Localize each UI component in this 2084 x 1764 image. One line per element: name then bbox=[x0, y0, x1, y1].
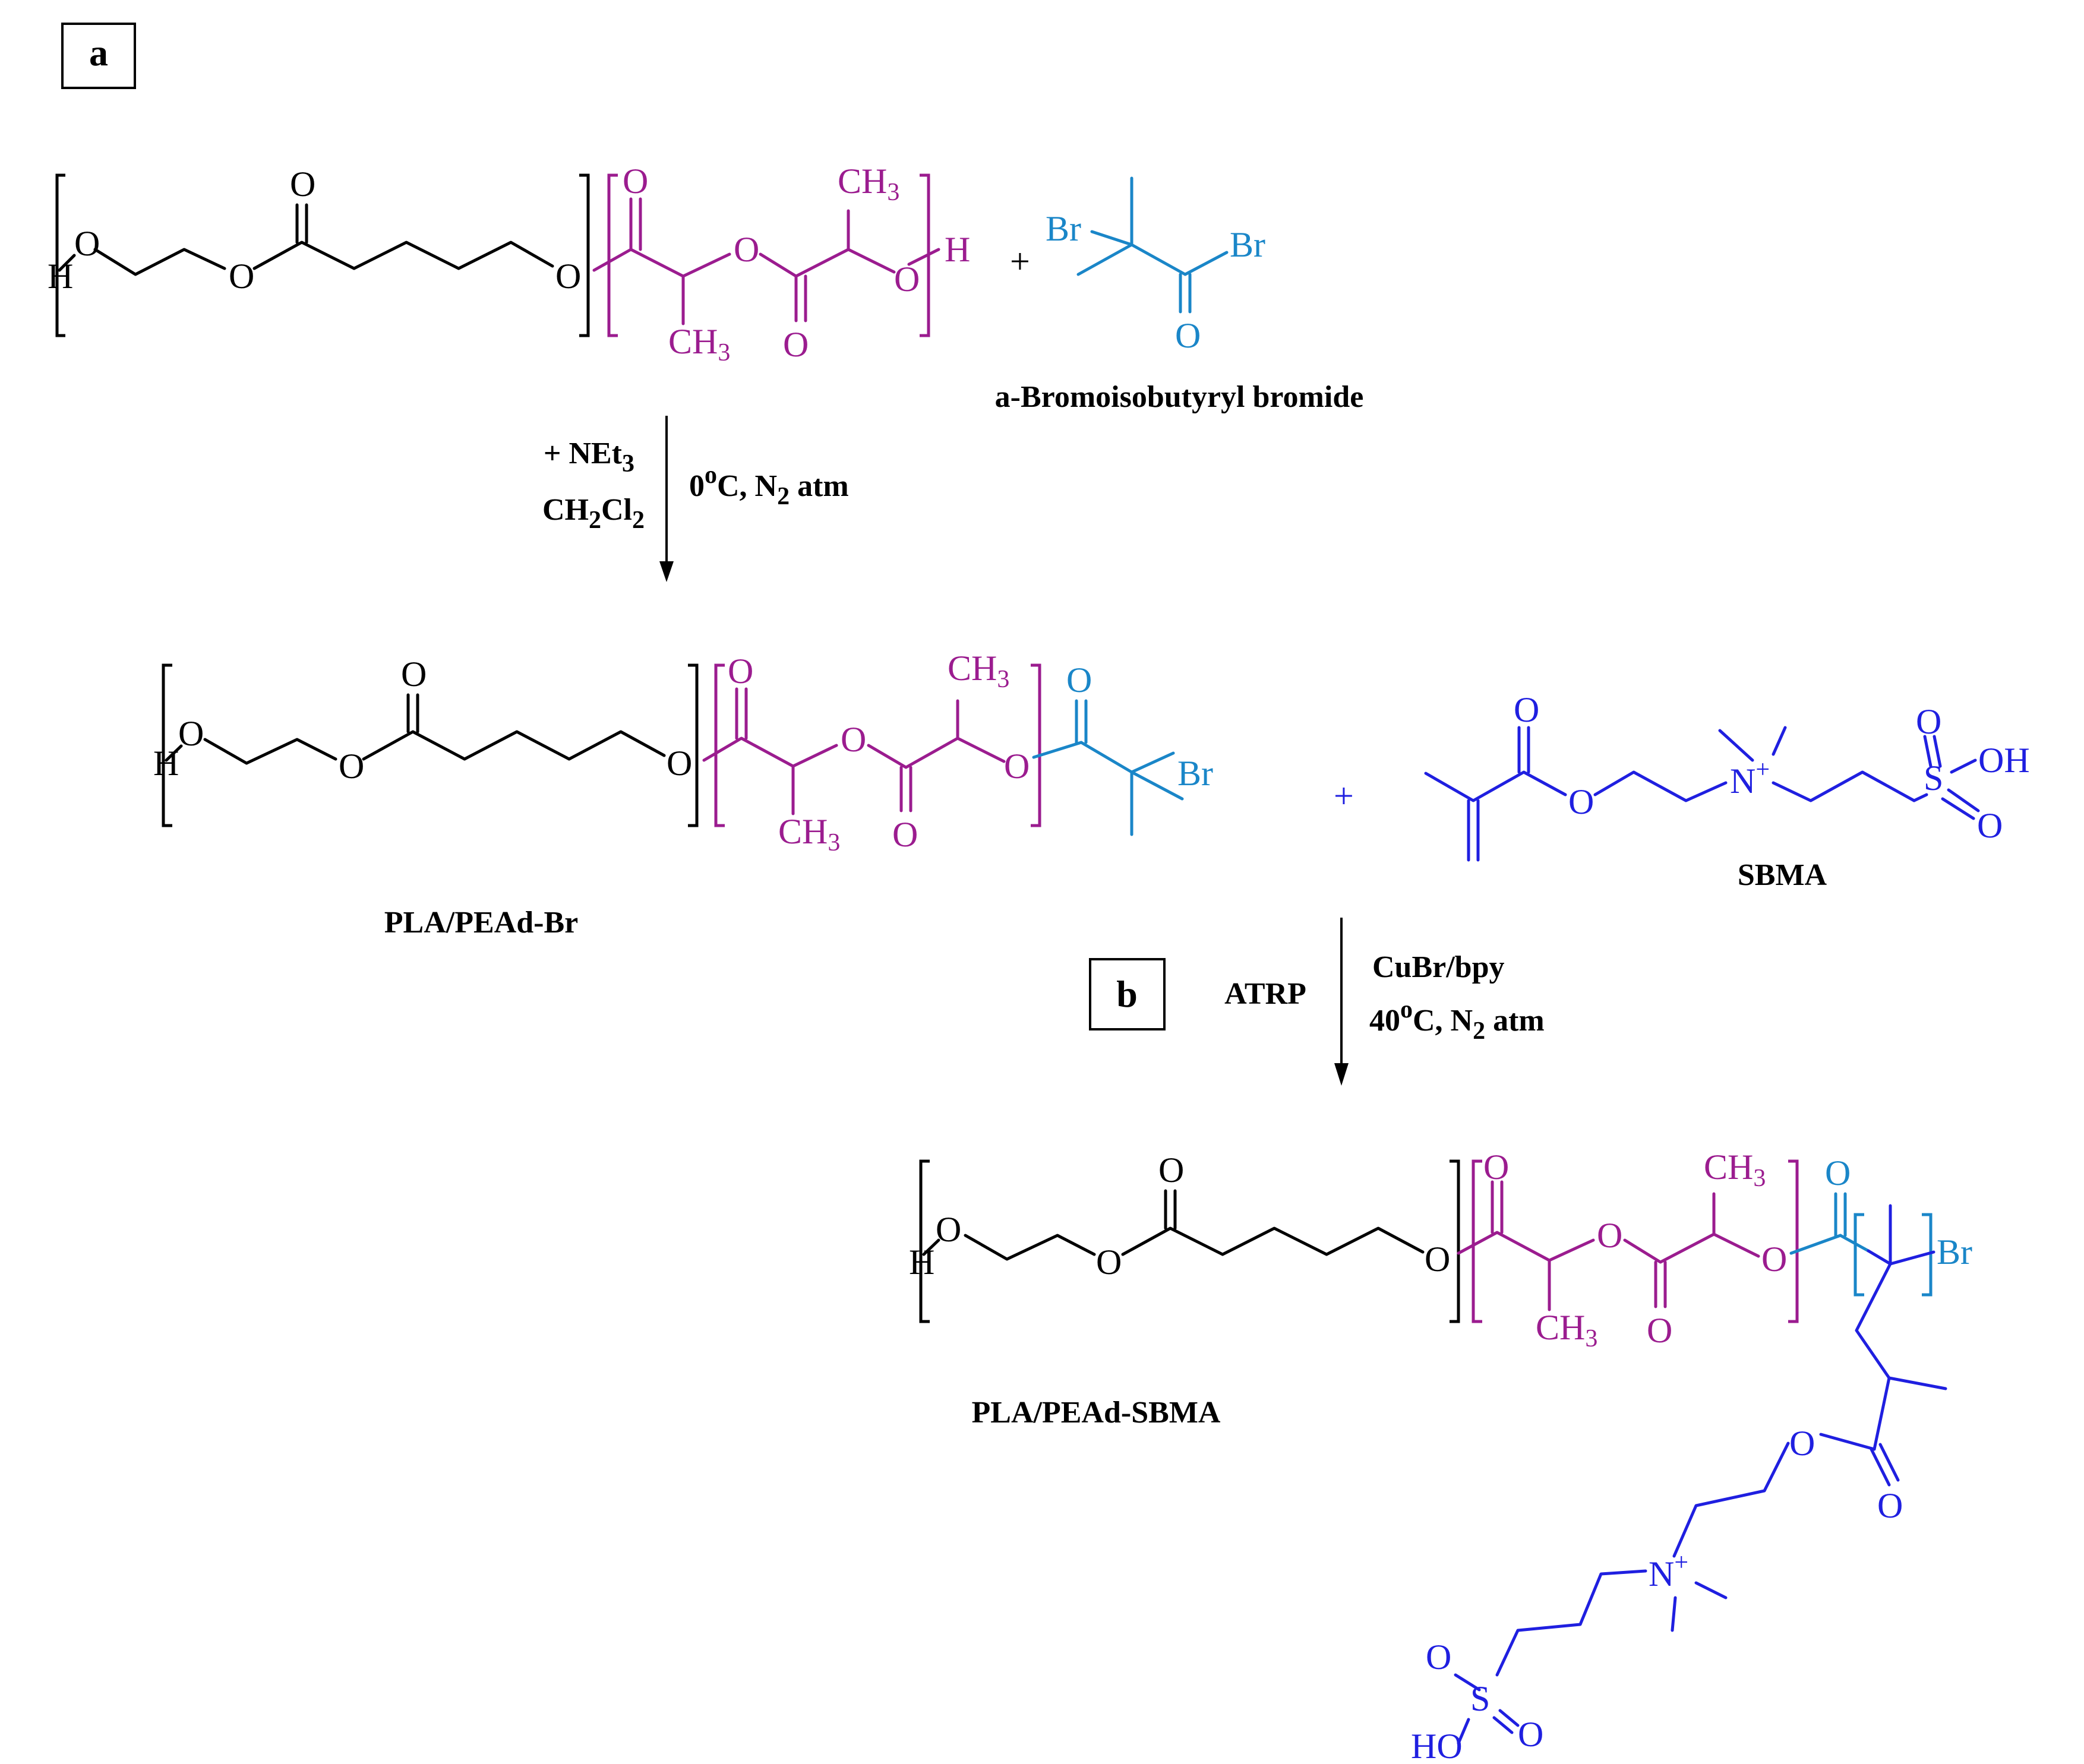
atom-o: O bbox=[783, 325, 809, 364]
atom-o: O bbox=[667, 744, 692, 783]
atom-o: O bbox=[841, 720, 866, 759]
atom-o: O bbox=[1514, 690, 1539, 729]
atom-o: O bbox=[1761, 1240, 1787, 1279]
pla-pead-br-structure: H O O O O O O O O CH3 CH3 O Br bbox=[153, 649, 1213, 856]
atom-o: O bbox=[1568, 782, 1594, 821]
solvent-label: CH2Cl2 bbox=[542, 493, 645, 534]
atom-o: O bbox=[1877, 1486, 1903, 1525]
panel-a-label: a bbox=[89, 31, 108, 74]
atom-o: O bbox=[1158, 1150, 1184, 1190]
panel-a-box bbox=[61, 23, 136, 89]
atom-n: N+ bbox=[1730, 756, 1770, 801]
atom-o: O bbox=[1425, 1240, 1450, 1279]
atom-o: O bbox=[74, 224, 100, 263]
plus-sign: + bbox=[1010, 242, 1030, 281]
condition-label-1: 0oC, N2 atm bbox=[689, 461, 849, 510]
atom-o: O bbox=[1483, 1147, 1509, 1187]
atom-o: O bbox=[1518, 1715, 1543, 1754]
catalyst-label: CuBr/bpy bbox=[1372, 950, 1505, 984]
atom-s: S bbox=[1470, 1679, 1490, 1718]
atom-o: O bbox=[1175, 316, 1201, 355]
panel-b-box bbox=[1089, 958, 1166, 1030]
atom-o: O bbox=[1647, 1311, 1672, 1350]
atom-br: Br bbox=[1177, 754, 1213, 793]
panel-b-label: b bbox=[1116, 973, 1138, 1015]
atom-h: H bbox=[153, 744, 179, 783]
atom-br: Br bbox=[1046, 209, 1081, 248]
atom-o: O bbox=[178, 714, 204, 753]
reaction-arrow-2 bbox=[1334, 918, 1349, 1086]
atom-o: O bbox=[1597, 1216, 1622, 1255]
atom-n: N+ bbox=[1649, 1549, 1688, 1594]
atom-h: H bbox=[945, 230, 970, 269]
atom-o: O bbox=[339, 747, 364, 786]
bromoisobutyryl-bromide-structure: Br Br O bbox=[1046, 176, 1265, 355]
atom-o: O bbox=[1096, 1243, 1122, 1282]
atom-o: O bbox=[1825, 1153, 1851, 1193]
pla-pead-sbma-structure: H O O O O O O O O CH3 CH3 O Br O O N+ S … bbox=[909, 1147, 1972, 1764]
atom-o: O bbox=[1066, 660, 1092, 700]
atom-o: O bbox=[1977, 806, 2003, 845]
product-label: PLA/PEAd-SBMA bbox=[972, 1396, 1221, 1430]
atom-o: O bbox=[623, 162, 648, 201]
atom-o: O bbox=[555, 257, 581, 296]
atom-o: O bbox=[936, 1210, 961, 1249]
atom-o: O bbox=[1789, 1424, 1815, 1463]
atom-oh: OH bbox=[1978, 741, 2030, 780]
methyl-label: CH3 bbox=[778, 812, 840, 856]
atom-o: O bbox=[892, 815, 918, 854]
atom-o: O bbox=[734, 230, 759, 269]
atom-ho: HO bbox=[1411, 1727, 1463, 1764]
atom-s: S bbox=[1924, 758, 1943, 798]
pla-pead-structure-1: H O O O O O O O O H CH3 CH3 bbox=[48, 162, 970, 366]
atom-o: O bbox=[728, 652, 753, 691]
condition-label-2: 40oC, N2 atm bbox=[1369, 996, 1545, 1045]
atom-h: H bbox=[909, 1243, 934, 1282]
method-label: ATRP bbox=[1224, 977, 1306, 1011]
atom-br: Br bbox=[1937, 1232, 1972, 1272]
atom-o: O bbox=[401, 655, 427, 694]
atom-o: O bbox=[1916, 702, 1941, 741]
sbma-structure: O O N+ S O O OH bbox=[1424, 690, 2030, 862]
atom-o: O bbox=[229, 257, 254, 296]
monomer-label: SBMA bbox=[1738, 858, 1827, 892]
atom-br: Br bbox=[1230, 225, 1265, 264]
initiator-label: a-Bromoisobutyryl bromide bbox=[995, 380, 1364, 414]
methyl-label: CH3 bbox=[838, 162, 899, 206]
atom-o: O bbox=[894, 260, 920, 299]
methyl-label: CH3 bbox=[948, 649, 1009, 693]
macroinitiator-label: PLA/PEAd-Br bbox=[384, 906, 578, 940]
atom-o: O bbox=[1004, 747, 1030, 786]
methyl-label: CH3 bbox=[668, 322, 730, 366]
atom-h: H bbox=[48, 257, 73, 296]
reagent-label: + NEt3 bbox=[544, 437, 634, 478]
atom-o: O bbox=[290, 165, 315, 204]
atom-o: O bbox=[1426, 1637, 1451, 1677]
methyl-label: CH3 bbox=[1536, 1308, 1597, 1352]
plus-sign: + bbox=[1334, 776, 1354, 815]
methyl-label: CH3 bbox=[1704, 1147, 1766, 1192]
reaction-arrow-1 bbox=[659, 416, 674, 582]
